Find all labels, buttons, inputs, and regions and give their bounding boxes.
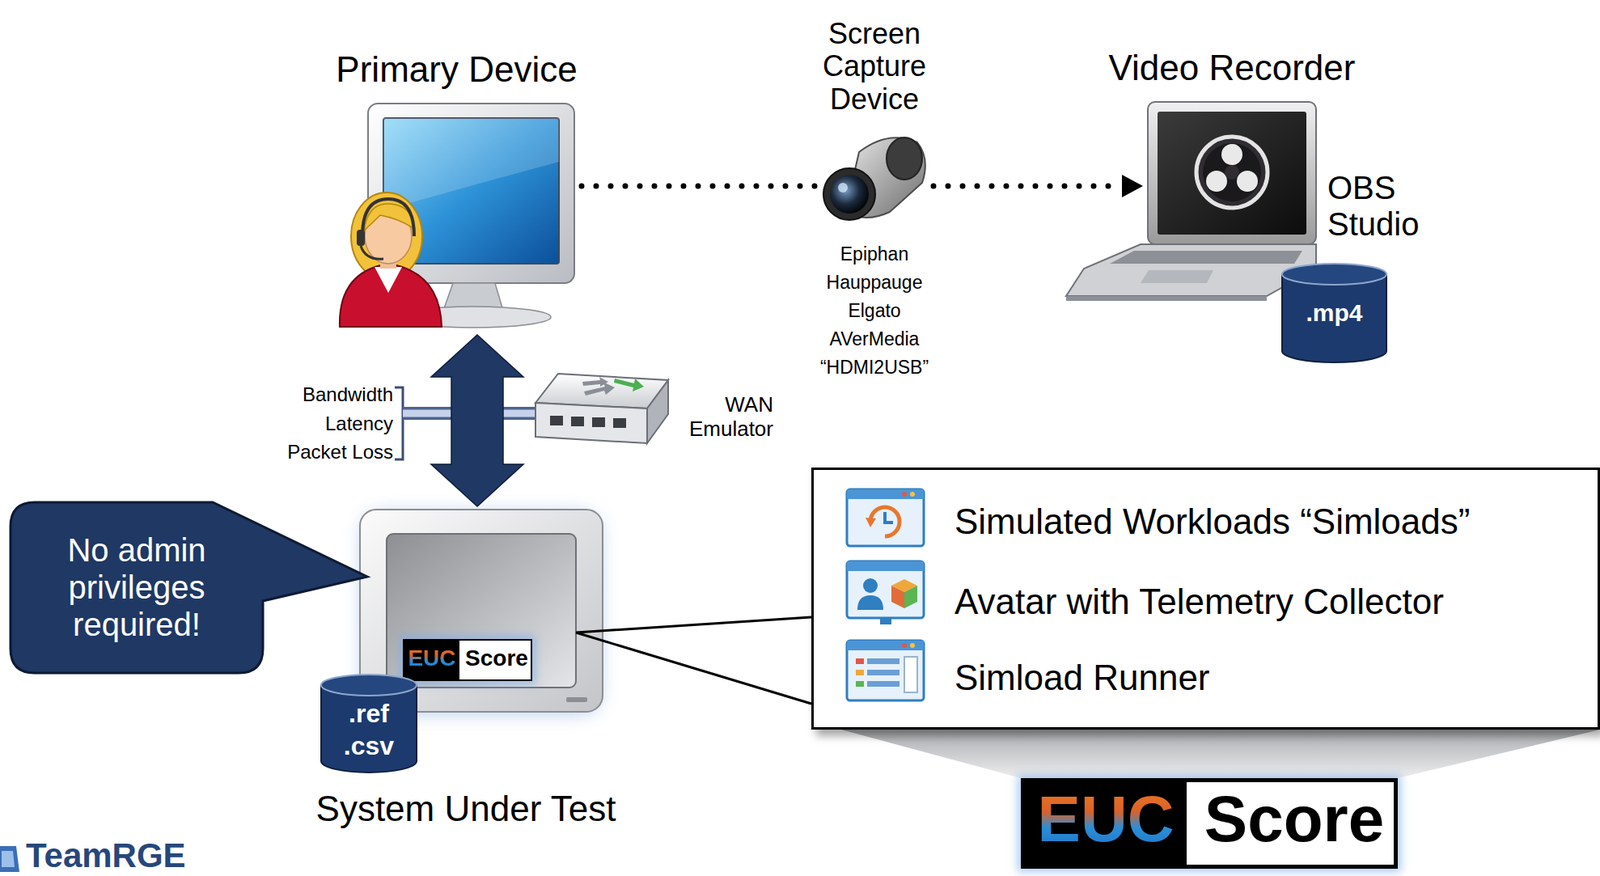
- component-name: Avatar with Telemetry Collector: [954, 580, 1444, 624]
- file-extension: .ref: [319, 698, 419, 729]
- zoom-funnel: [841, 729, 1600, 779]
- network-parameter: Latency: [325, 412, 394, 436]
- file-extension: .csv: [319, 730, 419, 762]
- vendor-name: Hauppauge: [793, 271, 956, 295]
- file-extension: .mp4: [1280, 298, 1389, 328]
- component-name: Simload Runner: [954, 656, 1211, 700]
- device-title: Primary Device: [287, 48, 626, 92]
- network-parameter: Bandwidth: [302, 383, 394, 407]
- device-title: System Under Test: [275, 787, 657, 831]
- vendor-name: Elgato: [793, 300, 956, 323]
- vendor-name: Epiphan: [793, 243, 956, 267]
- video-signal-arrow: [933, 174, 1143, 198]
- file-cylinder: .mp4: [1280, 262, 1389, 363]
- callout-text: No admin privileges required!: [28, 531, 246, 644]
- wan-emulator: WAN Emulator: [535, 372, 669, 449]
- leader-lines: [575, 617, 812, 704]
- logo-euc: EUC: [1024, 778, 1187, 869]
- file-cylinder: .ref.csv: [319, 673, 419, 773]
- primary-device: Primary Device: [336, 97, 577, 332]
- component-box: Simulated Workloads “Simloads” Avatar wit…: [811, 467, 1600, 730]
- logo-gradient-span: EUC: [1037, 783, 1175, 856]
- device-title: Video Recorder: [1091, 46, 1373, 90]
- network-parameter: Packet Loss: [287, 440, 394, 464]
- logo-score: Score: [1186, 778, 1398, 869]
- software-name: OBS Studio: [1327, 169, 1437, 243]
- company-logo: TeamRGE: [25, 836, 187, 876]
- logo-score: Score: [459, 639, 533, 682]
- device-title: Screen Capture Device: [793, 17, 956, 116]
- euc-score-logo: EUCScore: [402, 639, 533, 682]
- network-double-arrow: [431, 334, 524, 507]
- logo-euc: EUC: [404, 639, 460, 682]
- video-signal-line: [581, 186, 817, 187]
- vendor-name: “HDMI2USB”: [793, 356, 956, 380]
- callout-bubble: No admin privileges required!: [10, 502, 263, 674]
- euc-score-logo: EUCScore: [1020, 778, 1398, 869]
- device-title: WAN Emulator: [677, 393, 774, 442]
- vendor-name: AVerMedia: [793, 328, 956, 352]
- capture-device: Screen Capture DeviceEpiphanHauppaugeElg…: [821, 132, 929, 225]
- video-recorder: Video RecorderOBS Studio: [1147, 101, 1317, 245]
- logo-gradient-span: EUC: [407, 645, 456, 671]
- component-name: Simulated Workloads “Simloads”: [954, 500, 1470, 544]
